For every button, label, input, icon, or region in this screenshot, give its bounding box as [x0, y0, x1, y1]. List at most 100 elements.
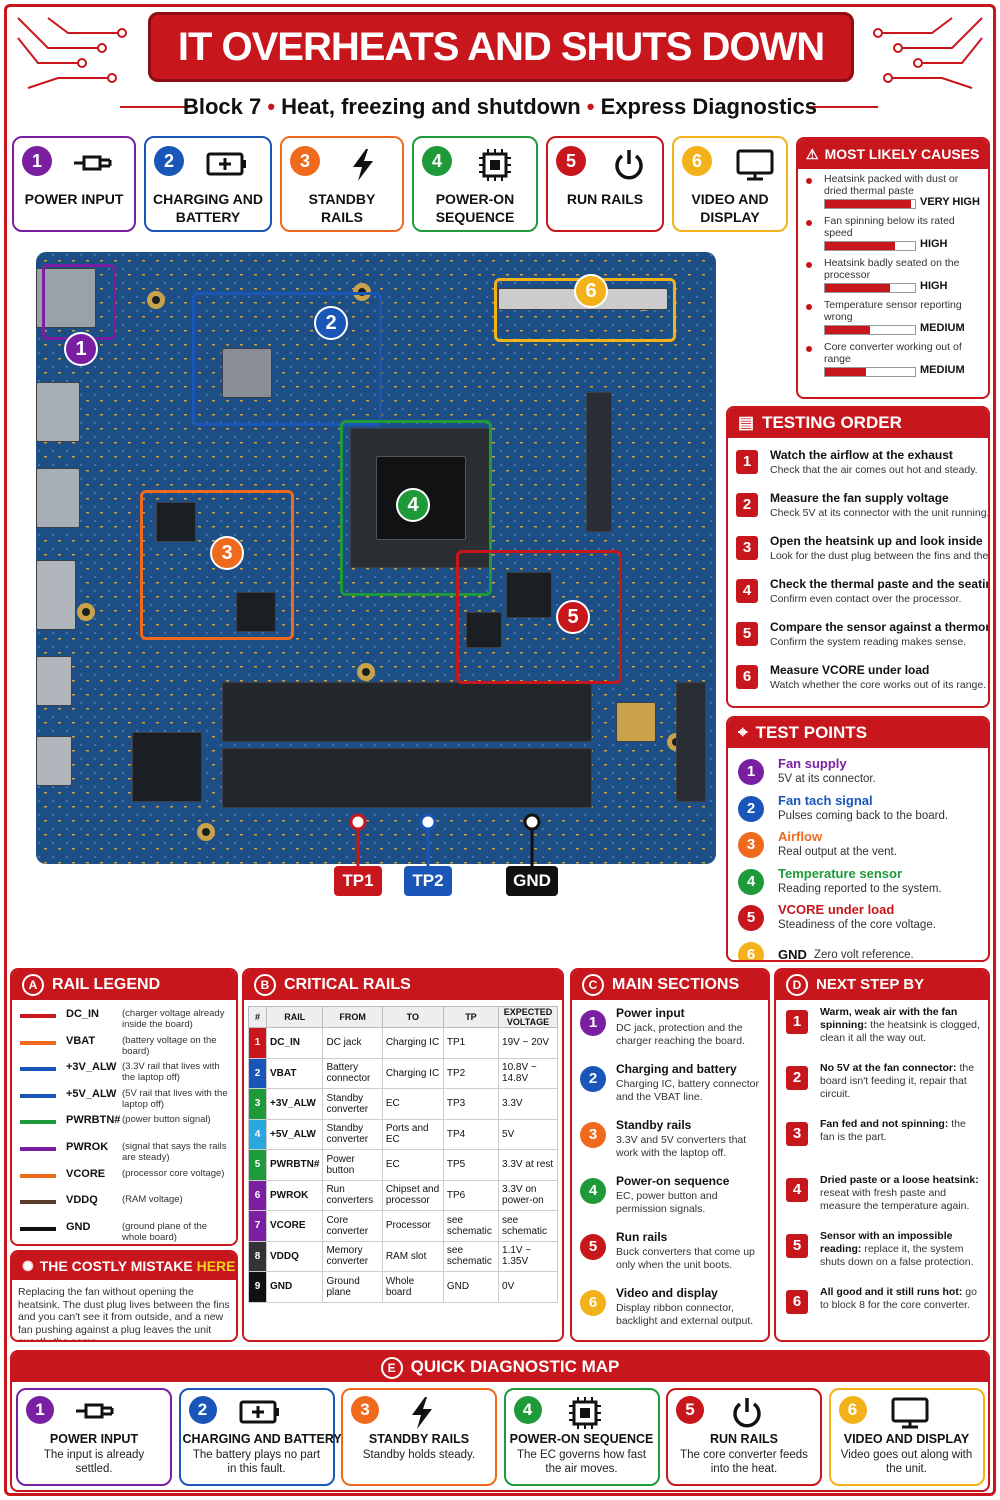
cell-to: Chipset and processor: [381, 1179, 444, 1211]
marker-3: 3: [210, 536, 244, 570]
test-point-number: 3: [738, 832, 764, 858]
section-label: STANDBY RAILS: [308, 191, 376, 225]
subtitle: Block 7 • Heat, freezing and shutdown • …: [120, 90, 880, 124]
cell-from: Battery connector: [322, 1057, 383, 1089]
likelihood-level: MEDIUM: [920, 322, 965, 334]
section-number: 6: [682, 146, 712, 176]
cell-rail: DC_IN: [265, 1027, 324, 1059]
next-step-head: No 5V at the fan connector:: [820, 1062, 957, 1074]
legend-rail-desc: (power button signal): [122, 1114, 211, 1126]
crosshair-icon: ⌖: [738, 723, 748, 742]
circuit-decoration-left: [17, 17, 127, 89]
legend-item: GND(ground plane of the whole board): [12, 1219, 236, 1244]
section-letter: E: [380, 1356, 403, 1379]
section-letter: C: [582, 973, 604, 996]
legend-rail-desc: (5V rail that lives with the laptop off): [122, 1087, 228, 1110]
likelihood-bar: [824, 241, 916, 251]
step-sub: Watch whether the core works out of its …: [770, 679, 987, 691]
marker-2: 2: [314, 306, 348, 340]
likelihood-level: VERY HIGH: [920, 196, 980, 208]
next-step-head: Warm, weak air with the fan spinning:: [820, 1006, 958, 1031]
usb-port: [36, 382, 80, 442]
section-number: 2: [154, 146, 184, 176]
cell-rail: GND: [265, 1271, 324, 1303]
cause-text: Heatsink badly seated on the processor: [824, 257, 960, 281]
cell-tp: TP4: [442, 1118, 500, 1150]
legend-rail-desc: (signal that says the rails are steady): [122, 1141, 227, 1163]
crystal: [616, 702, 656, 742]
test-point-head: VCORE under load: [778, 902, 895, 917]
quick-map-number: 1: [26, 1396, 54, 1424]
legend-item: PWRBTN#(power button signal): [12, 1112, 236, 1138]
cause-item: Heatsink packed with dust or dried therm…: [798, 173, 988, 215]
section-letter: A: [22, 973, 44, 996]
section-label: CHARGING AND BATTERY: [153, 191, 263, 225]
cell-to: EC: [381, 1088, 444, 1120]
cell-v: 3.3V at rest: [498, 1149, 558, 1181]
test-point-head: Airflow: [778, 829, 823, 844]
cell-to: Charging IC: [381, 1027, 444, 1059]
quick-map-head: STANDBY RAILS: [368, 1432, 470, 1446]
hdmi-port: [36, 560, 76, 630]
clipboard-icon: ▤: [738, 413, 755, 432]
legend-swatch: [20, 1147, 56, 1151]
cell-tp: see schematic: [442, 1210, 500, 1242]
highlight-charging: [192, 292, 382, 426]
usb-port: [36, 468, 80, 528]
subtitle-separator: •: [586, 94, 601, 119]
cell-tp: see schematic: [442, 1240, 500, 1272]
next-step-sub: reseat with fresh paste and measure the …: [820, 1187, 970, 1212]
lightbulb-icon: ✺: [22, 1258, 34, 1274]
next-step-text: Sensor with an impossible reading: repla…: [820, 1230, 982, 1269]
legend-rail-desc: (processor core voltage): [122, 1167, 225, 1179]
legend-swatch: [20, 1226, 56, 1231]
cell-to: Charging IC: [381, 1057, 444, 1089]
test-point-number: 5: [738, 905, 764, 931]
legend-item: VDDQ(RAM voltage): [12, 1192, 236, 1218]
cell-from: Standby converter: [322, 1088, 383, 1120]
test-point-sub: Pulses coming back to the board.: [778, 809, 949, 822]
chip-icon: [470, 148, 520, 181]
quick-map-number: 2: [188, 1396, 217, 1424]
legend-item: +5V_ALW(5V rail that lives with the lapt…: [12, 1086, 236, 1112]
quick-map-head: POWER INPUT: [49, 1432, 139, 1446]
cell-from: DC jack: [322, 1027, 383, 1059]
audio-port: [36, 736, 72, 786]
main-section-sub: Display ribbon connector, backlight and …: [616, 1302, 754, 1327]
legend-swatch: [20, 1040, 56, 1045]
column-header: #: [248, 1006, 267, 1028]
legend-rail-name: GND: [66, 1220, 91, 1233]
quick-map-sub: Video goes out along with the unit.: [840, 1449, 973, 1475]
cell-rail: PWROK: [265, 1179, 324, 1211]
step-number: 2: [736, 493, 758, 517]
inductor: [222, 348, 272, 398]
likelihood-bar: [824, 283, 916, 293]
subtitle-block: Block 7: [182, 94, 262, 119]
next-step-text: Dried paste or a loose heatsink: reseat …: [820, 1174, 982, 1213]
quick-map-sub: The input is already settled.: [43, 1449, 145, 1475]
tp2-label: TP2: [404, 866, 452, 896]
legend-item: VCORE(processor core voltage): [12, 1166, 236, 1192]
cell-tp: TP3: [442, 1088, 500, 1120]
cell-from: Ground plane: [322, 1271, 383, 1303]
cell-tp: GND: [442, 1271, 500, 1303]
